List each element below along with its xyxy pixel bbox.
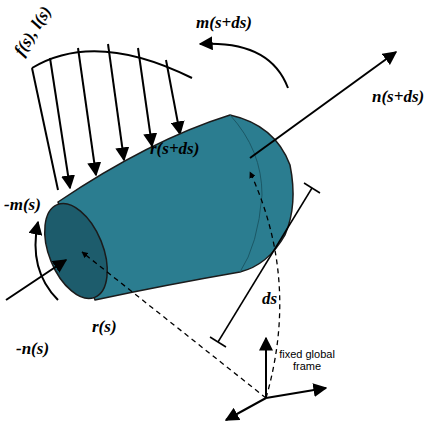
symbol-label: m(s+ds) [196,14,252,33]
moment-arrow [36,222,59,300]
symbol-label: r(s) [92,318,117,337]
symbol-label: f(s), l(s) [11,3,56,59]
position-vectors [82,172,280,398]
symbol-label: r(s+ds) [150,140,199,159]
moment-arrow [200,44,288,88]
frame-label: fixed global frame [276,348,338,372]
length-bracket [210,183,320,347]
force-arrow [6,260,66,300]
symbol-label: n(s+ds) [372,88,424,107]
rod-element [32,115,293,307]
symbol-label: -n(s) [16,340,49,359]
symbol-label: -m(s) [4,196,41,215]
symbol-label: ds [262,290,277,309]
